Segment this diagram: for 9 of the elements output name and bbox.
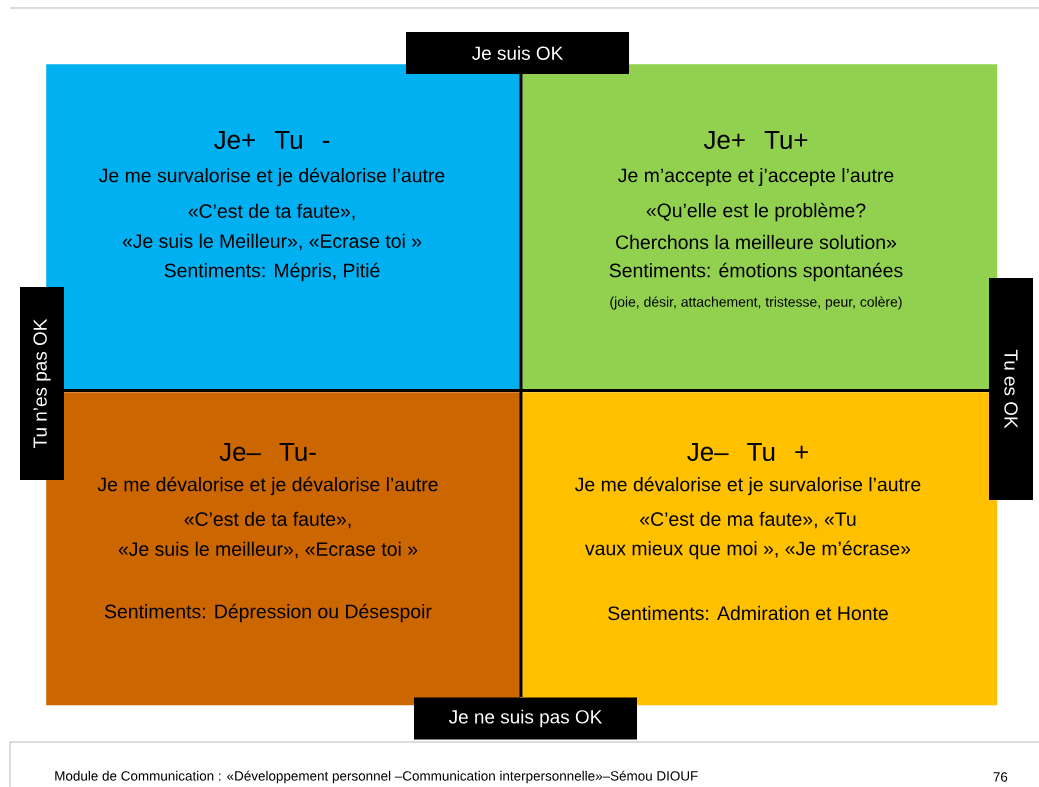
- axis-label-box: Je suis OK: [406, 32, 629, 74]
- axis-label-box: Tu es OK: [989, 278, 1033, 500]
- footer-text: Module de Communication : «Développement personnel –Communication interpersonnelle»–Sémou DIOUF: [55, 770, 698, 784]
- quadrant-box: Je– Tu- Je me dévalorise et je dévalorise l’autre «C’est de ta faute», «Je suis le meilleur», «Ecrase toi » Sentiments: Dépression ou Désespoir: [46, 392, 521, 706]
- axis-label-box: Je ne suis pas OK: [414, 697, 637, 740]
- quadrant-box: Je– Tu + Je me dévalorise et je survalorise l’autre «C’est de ma faute», «Tu vaux mieux que moi », «Je m’écrase» Sentiments: Admiration et Honte: [522, 392, 998, 706]
- page-number: 76: [993, 772, 1008, 782]
- quadrant-box: Je+ Tu+ Je m’accepte et j’accepte l’autre «Qu’elle est le problème? Cherchons la meilleure solution» Sentiments: émotions spontanées (joie, désir, attachement, tristesse, peur, colère): [522, 64, 998, 391]
- axis-label-box: Tu n’es pas OK: [20, 287, 64, 480]
